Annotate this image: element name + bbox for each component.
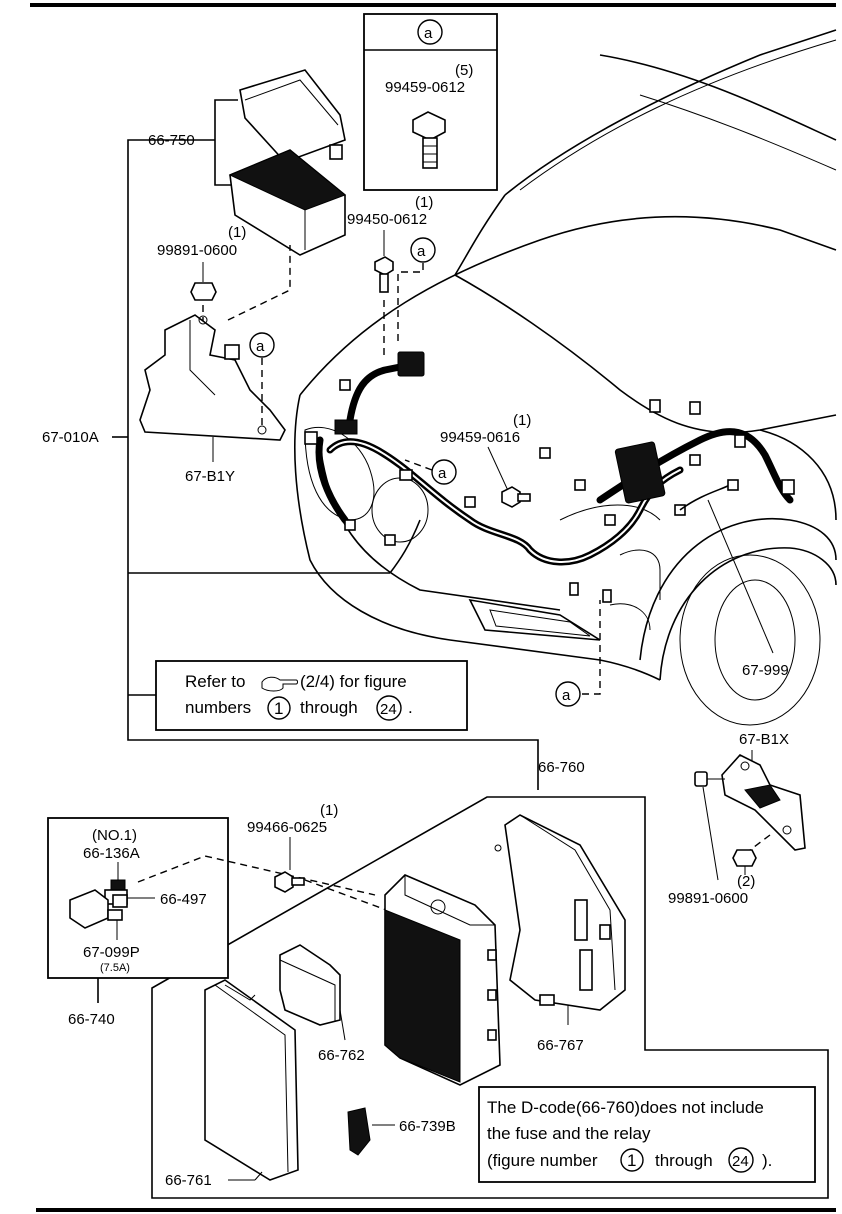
dcode-note-num-start: 1 — [627, 1151, 636, 1170]
label-66-136A: 66-136A — [83, 845, 140, 862]
dcode-note-box: The D-code(66-760)does not include the f… — [478, 1086, 816, 1183]
bolt-99891-0600-top-qty: (1) — [228, 224, 246, 241]
fuse-detail-box-66-740: (NO.1) 66-136A 66-497 67-099P (7.5A) — [47, 817, 229, 979]
bracket-67-B1Y — [139, 314, 286, 441]
fuse-box-cover-66-750 — [228, 69, 346, 256]
vehicle-front-body — [294, 29, 837, 726]
refer-note-prefix: Refer to — [185, 672, 245, 691]
pointing-hand-icon — [261, 676, 298, 692]
nut-99891-0600-right-icon — [732, 849, 757, 867]
callout-a-bottom — [555, 681, 581, 707]
bolt-99450-0612-qty: (1) — [415, 194, 433, 211]
bolt-99459-0612-icon — [412, 111, 446, 169]
refer-note-through: through — [300, 698, 358, 717]
bolt-99459-0616-qty: (1) — [513, 412, 531, 429]
label-66-762: 66-762 — [318, 1047, 365, 1064]
label-66-739B: 66-739B — [399, 1118, 456, 1135]
detail-box-a: a 99459-0612 (5) — [363, 13, 498, 191]
bolt-99891-0600-right-code: 99891-0600 — [668, 890, 748, 907]
bolt-99466-0625-code: 99466-0625 — [247, 819, 327, 836]
dcode-note-num-end: 24 — [732, 1153, 749, 1170]
dcode-note-end: ). — [762, 1151, 772, 1170]
fuse-holder-icon — [69, 889, 123, 929]
clip-67-B1X-icon — [694, 771, 725, 787]
label-66-497: 66-497 — [160, 891, 207, 908]
label-67-010A: 67-010A — [42, 429, 99, 446]
label-66-750: 66-750 — [148, 132, 195, 149]
bolt-99450-0612-icon — [374, 256, 394, 293]
refer-note-numbers: numbers — [185, 698, 251, 717]
label-67-099P: 67-099P — [83, 944, 140, 961]
junction-module-body — [384, 874, 501, 1086]
label-67-B1X: 67-B1X — [739, 731, 789, 748]
refer-note-suffix: (2/4) for figure — [300, 672, 407, 691]
callout-a-center-letter: a — [438, 465, 447, 482]
label-66-136A-qty: (NO.1) — [92, 827, 137, 844]
bolt-99459-0616-icon — [501, 486, 531, 508]
label-66-767: 66-767 — [537, 1037, 584, 1054]
dcode-note-line2: the fuse and the relay — [487, 1124, 651, 1143]
bolt-99466-0625-icon — [274, 871, 305, 893]
bolt-99459-0612-qty: (5) — [455, 62, 473, 79]
callout-a-center — [431, 459, 457, 485]
lid-66-761 — [204, 979, 299, 1181]
detail-box-a-letter: a — [424, 25, 433, 42]
refer-note-box: Refer to (2/4) for figure numbers 1 thro… — [155, 660, 468, 731]
bolt-99450-0612-code: 99450-0612 — [347, 211, 427, 228]
callout-a-top-letter: a — [417, 243, 426, 260]
label-67-099P-rating: (7.5A) — [100, 962, 130, 974]
relay-66-739B-icon — [347, 1107, 371, 1156]
label-66-761: 66-761 — [165, 1172, 212, 1189]
bolt-99459-0616-code: 99459-0616 — [440, 429, 520, 446]
wiring-harness-67-010A — [304, 351, 795, 603]
callout-a-top — [410, 237, 436, 263]
bracket-67-B1X — [721, 754, 806, 851]
label-67-B1Y: 67-B1Y — [185, 468, 235, 485]
bolt-99459-0612-code: 99459-0612 — [385, 79, 465, 96]
refer-note-num-end: 24 — [380, 701, 397, 718]
bolt-99891-0600-right-qty: (2) — [737, 873, 755, 890]
callout-a-bracket — [249, 332, 275, 358]
relay-66-497-icon — [112, 894, 128, 908]
bolt-99466-0625-qty: (1) — [320, 802, 338, 819]
bolt-99891-0600-top-code: 99891-0600 — [157, 242, 237, 259]
label-66-740: 66-740 — [68, 1011, 115, 1028]
bracket-66-767 — [494, 814, 626, 1011]
refer-note-end: . — [408, 698, 413, 717]
dcode-note-through: through — [655, 1151, 713, 1170]
label-67-999: 67-999 — [742, 662, 789, 679]
label-66-760: 66-760 — [538, 759, 585, 776]
callout-a-bottom-letter: a — [562, 687, 571, 704]
refer-note-num-start: 1 — [274, 699, 283, 718]
callout-a-bracket-letter: a — [256, 338, 265, 355]
cover-66-762 — [279, 944, 341, 1026]
nut-99891-0600-top-icon — [190, 262, 217, 301]
dcode-note-line1: The D-code(66-760)does not include — [487, 1098, 764, 1117]
dcode-note-line3: (figure number — [487, 1151, 598, 1170]
